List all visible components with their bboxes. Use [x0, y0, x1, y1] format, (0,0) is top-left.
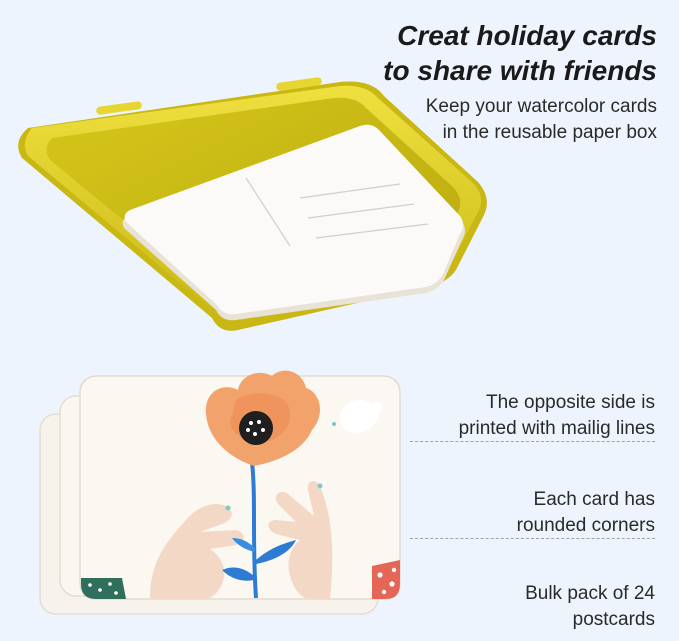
white-bird — [340, 399, 383, 433]
watercolor-flower — [205, 370, 320, 466]
feature-text-line-2: rounded corners — [516, 515, 655, 536]
card-corner-pattern-left — [81, 578, 126, 599]
leaf — [256, 540, 296, 564]
subheadline-line-1: Keep your watercolor cards — [425, 96, 657, 117]
headline-line-1: Creat holiday cards — [397, 20, 657, 51]
headline: Creat holiday cards to share with friend… — [383, 18, 657, 88]
feature-text-line-2: postcards — [572, 609, 655, 630]
feature-text-line-1: Each card has — [533, 489, 655, 510]
feature-callout-bulk-pack: Bulk pack of 24 postcards — [525, 581, 655, 633]
postcard-stack-in-tin — [122, 124, 466, 321]
feature-callout-rounded-corners: Each card has rounded corners — [517, 487, 655, 539]
subheadline-line-2: in the reusable paper box — [442, 122, 657, 143]
leaf — [232, 538, 255, 552]
card-corner-pattern-right — [372, 560, 400, 599]
flower-center — [239, 411, 273, 445]
dashed-divider — [410, 538, 655, 539]
feature-text-line-1: Bulk pack of 24 — [525, 583, 655, 604]
leaf — [222, 567, 254, 581]
postcard-back-2 — [39, 413, 379, 615]
flower-stem — [250, 461, 258, 599]
tin-hinge — [276, 77, 322, 91]
feature-text-line-2: printed with mailig lines — [458, 418, 655, 439]
dashed-divider — [410, 441, 655, 442]
mailing-line — [315, 223, 429, 239]
headline-line-2: to share with friends — [383, 55, 657, 86]
yellow-tin-box — [18, 77, 487, 331]
tin-hinge — [96, 101, 142, 115]
feature-callout-mailing-lines: The opposite side is printed with mailig… — [459, 390, 655, 442]
mailing-line — [307, 203, 415, 219]
right-hand — [268, 481, 333, 599]
subheadline: Keep your watercolor cards in the reusab… — [426, 94, 657, 146]
postcard-back-1 — [59, 395, 399, 597]
feature-text-line-1: The opposite side is — [486, 392, 655, 413]
stamp-divider-line — [245, 177, 291, 247]
left-hand — [150, 503, 244, 599]
mailing-line — [299, 183, 401, 199]
postcard-front-illustrated — [79, 370, 401, 600]
